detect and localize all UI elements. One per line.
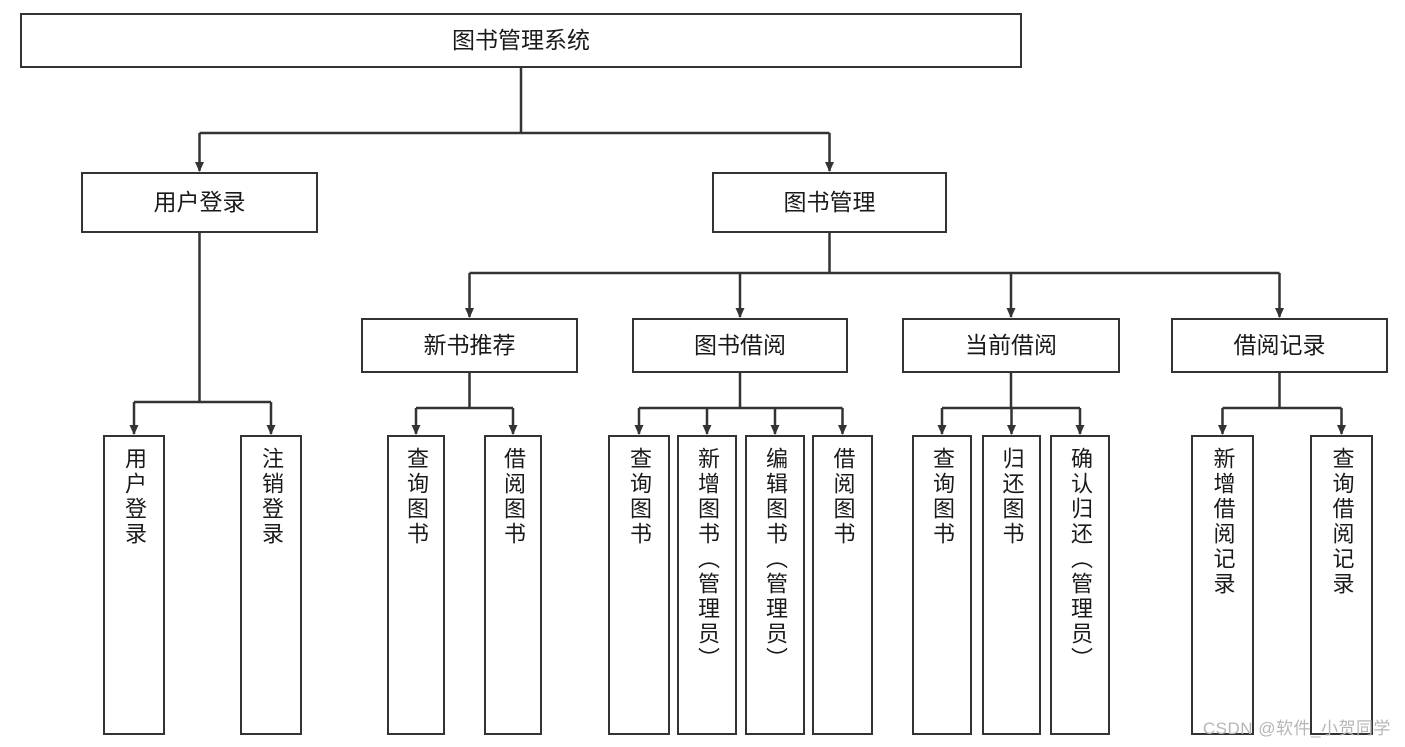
node-label: 当前借阅 — [965, 331, 1057, 358]
node-label: 借阅记录 — [1233, 331, 1326, 358]
node-leaf-borrow-book-1[interactable]: 借阅图书 — [484, 435, 542, 735]
node-label: 新增借阅记录 — [1210, 447, 1236, 597]
node-label: 查询图书 — [627, 447, 652, 547]
node-label: 归还图书 — [999, 447, 1025, 547]
node-label: 图书借阅 — [694, 331, 786, 358]
node-leaf-add-book[interactable]: 新增图书（管理员） — [677, 435, 737, 735]
node-leaf-query-record[interactable]: 查询借阅记录 — [1310, 435, 1373, 735]
node-label: 查询借阅记录 — [1329, 447, 1355, 597]
node-leaf-edit-book[interactable]: 编辑图书（管理员） — [745, 435, 805, 735]
node-leaf-query-book-2[interactable]: 查询图书 — [608, 435, 670, 735]
node-leaf-query-book-3[interactable]: 查询图书 — [912, 435, 972, 735]
node-leaf-return-book[interactable]: 归还图书 — [982, 435, 1041, 735]
node-borrow-record[interactable]: 借阅记录 — [1171, 318, 1388, 373]
node-label: 借阅图书 — [830, 447, 856, 547]
node-leaf-add-record[interactable]: 新增借阅记录 — [1191, 435, 1254, 735]
node-label: 用户登录 — [122, 447, 147, 547]
node-label: 新书推荐 — [423, 331, 516, 358]
node-label: 图书管理系统 — [452, 26, 590, 53]
node-label: 编辑图书（管理员） — [763, 447, 788, 672]
edge-layer — [129, 68, 1346, 435]
node-label: 查询图书 — [930, 447, 955, 547]
node-leaf-confirm-return[interactable]: 确认归还（管理员） — [1050, 435, 1110, 735]
node-leaf-logout[interactable]: 注销登录 — [240, 435, 302, 735]
node-label: 查询图书 — [404, 447, 429, 547]
node-label: 确认归还（管理员） — [1068, 447, 1093, 672]
node-label: 新增图书（管理员） — [695, 447, 720, 672]
node-label: 图书管理 — [783, 188, 876, 215]
node-leaf-query-book-1[interactable]: 查询图书 — [387, 435, 445, 735]
node-book-borrow[interactable]: 图书借阅 — [632, 318, 848, 373]
watermark-text: CSDN @软件_小贺同学 — [1202, 719, 1391, 738]
node-label: 用户登录 — [153, 188, 246, 215]
node-root[interactable]: 图书管理系统 — [20, 13, 1022, 68]
node-book-manage[interactable]: 图书管理 — [712, 172, 947, 233]
node-new-book-rec[interactable]: 新书推荐 — [361, 318, 578, 373]
node-current-borrow[interactable]: 当前借阅 — [902, 318, 1120, 373]
node-label: 借阅图书 — [501, 447, 526, 547]
node-leaf-user-login[interactable]: 用户登录 — [103, 435, 165, 735]
node-leaf-borrow-book-2[interactable]: 借阅图书 — [812, 435, 873, 735]
node-user-login[interactable]: 用户登录 — [81, 172, 318, 233]
node-label: 注销登录 — [259, 447, 284, 547]
